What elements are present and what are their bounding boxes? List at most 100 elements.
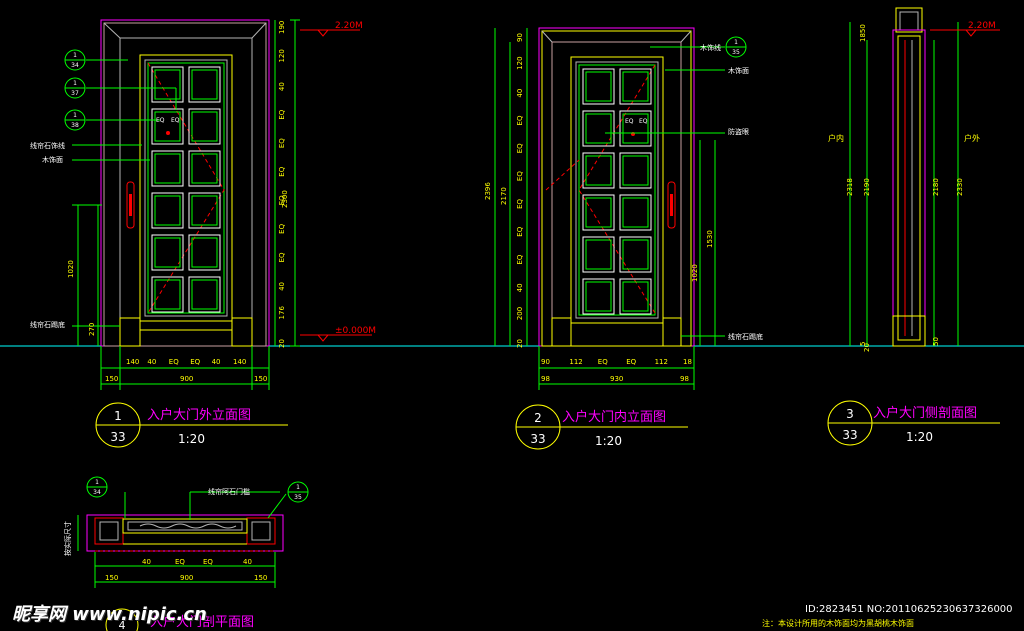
door-panel-inner (154, 195, 181, 226)
leader-lines (72, 46, 725, 520)
door-panel-inner (154, 69, 181, 100)
dimension-label: 190 (278, 21, 286, 34)
dimension-label: 18 (683, 358, 692, 366)
svg-text:2.20M: 2.20M (335, 21, 363, 31)
dimension-label: EQ (278, 223, 286, 233)
door-panel-inner (585, 71, 612, 102)
door-handle (126, 181, 135, 229)
svg-text:34: 34 (93, 489, 101, 496)
door-panel-inner (585, 113, 612, 144)
door-panel (619, 68, 652, 105)
svg-text:1: 1 (73, 112, 77, 119)
dimension-label: EQ (278, 109, 286, 119)
dimension-label: 40 (278, 282, 286, 291)
door-panel-inner (622, 197, 649, 228)
dimension-label: EQ (278, 138, 286, 148)
dimension-label: 140 (126, 358, 139, 366)
door-panel-inner (154, 237, 181, 268)
svg-text:33: 33 (842, 428, 857, 442)
door-panel (151, 108, 184, 145)
svg-text:1: 1 (73, 80, 77, 87)
door-panel (188, 192, 221, 229)
title-2: 2 33 入户大门内立面图 1:20 (530, 409, 666, 448)
svg-text:线帘石踢底: 线帘石踢底 (30, 320, 65, 329)
title-3-name: 入户大门侧剖面图 (873, 405, 977, 421)
door-panel (188, 108, 221, 145)
dimension-label: 20 (516, 339, 524, 348)
title-1-scale: 1:20 (178, 432, 205, 446)
door-panel-inner (622, 155, 649, 186)
svg-text:150: 150 (254, 574, 267, 582)
svg-text:防盗眼: 防盗眼 (728, 127, 749, 136)
svg-text:EQ: EQ (625, 118, 634, 125)
elev2-annotations: 1 35 木饰线 木饰面 防盗眼 线帘石踢底 EQ EQ 2396 2170 1… (484, 39, 763, 383)
door-panel-inner (191, 279, 218, 310)
door-panel (619, 194, 652, 231)
watermark: 昵享网 www.nipic.cn (12, 604, 207, 625)
door-panel (188, 276, 221, 313)
svg-text:930: 930 (610, 375, 623, 383)
dimension-label: 176 (278, 306, 286, 320)
dimension-label: 120 (278, 49, 286, 62)
dimension-label: 90 (541, 358, 550, 366)
svg-text:±0.000M: ±0.000M (335, 326, 376, 336)
svg-text:40: 40 (142, 558, 151, 566)
title-1-name: 入户大门外立面图 (147, 407, 251, 423)
svg-text:1850: 1850 (859, 24, 867, 42)
dimension-label: EQ (626, 358, 636, 366)
svg-text:1: 1 (734, 39, 738, 46)
svg-text:98: 98 (541, 375, 550, 383)
door-panel (188, 66, 221, 103)
dimension-label: EQ (516, 115, 524, 125)
dimension-label: 200 (516, 307, 524, 320)
door-panel-inner (154, 153, 181, 184)
svg-text:35: 35 (732, 49, 740, 56)
svg-text:1: 1 (296, 484, 300, 491)
title-4: 4 入户大门剖平面图 (119, 614, 255, 631)
door-panel-inner (191, 195, 218, 226)
door-panel (188, 150, 221, 187)
door-panel-inner (622, 71, 649, 102)
door-panel (582, 236, 615, 273)
design-note: 注：本设计所用的木饰面均为黑胡桃木饰面 (762, 619, 914, 628)
dimension-label: EQ (190, 358, 200, 366)
dimension-label: 40 (147, 358, 156, 366)
svg-text:2190: 2190 (863, 178, 871, 196)
door-panel-inner (585, 281, 612, 312)
door-panels-exterior (151, 66, 221, 313)
dimension-label: EQ (598, 358, 608, 366)
svg-text:150: 150 (254, 375, 267, 383)
title-1: 1 33 入户大门外立面图 1:20 (110, 407, 251, 446)
dimension-label: 40 (278, 82, 286, 91)
svg-text:木饰面: 木饰面 (728, 66, 749, 75)
dimension-label: 40 (212, 358, 221, 366)
side-section (849, 7, 959, 347)
svg-text:2.20M: 2.20M (968, 21, 996, 31)
door-panel-inner (154, 279, 181, 310)
svg-text:38: 38 (71, 122, 79, 129)
reference-bubbles (64, 36, 747, 503)
svg-text:2300: 2300 (281, 190, 289, 208)
door-leaf-2 (570, 56, 664, 324)
svg-text:1: 1 (73, 52, 77, 59)
svg-text:37: 37 (71, 90, 79, 97)
door-panel (151, 150, 184, 187)
door-panel (151, 276, 184, 313)
svg-text:20: 20 (863, 343, 871, 352)
dimension-label: 40 (516, 89, 524, 98)
level-markers (300, 29, 1000, 342)
door-panel (582, 152, 615, 189)
svg-text:木饰线: 木饰线 (700, 43, 721, 52)
door-panel-inner (585, 197, 612, 228)
door-panel (151, 234, 184, 271)
door-panel-inner (622, 113, 649, 144)
svg-text:34: 34 (71, 62, 79, 69)
dimension-label: EQ (516, 198, 524, 208)
dimension-label: 90 (516, 33, 524, 42)
exterior-elevation (100, 19, 270, 347)
elev1-annotations: 2.20M ±0.000M 1 34 1 37 1 38 线帘石饰线 木饰面 线… (30, 21, 376, 383)
